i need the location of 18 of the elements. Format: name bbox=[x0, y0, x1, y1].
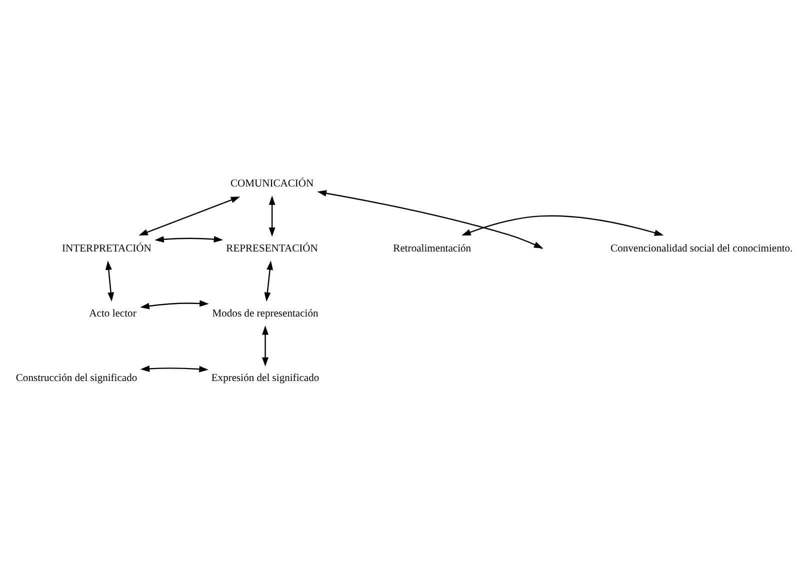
arrow bbox=[262, 325, 268, 366]
arrow bbox=[268, 195, 276, 236]
arrow bbox=[105, 260, 114, 302]
node-text: Construcción del significado bbox=[16, 372, 138, 384]
node-text: Acto lector bbox=[89, 308, 136, 319]
arrow bbox=[138, 196, 240, 236]
arrow bbox=[154, 236, 224, 242]
node-text: REPRESENTACIÓN bbox=[226, 242, 318, 254]
node-text: Expresión del significado bbox=[211, 372, 320, 384]
arrow bbox=[140, 365, 208, 372]
node-text: Convencionalidad social del conocimiento. bbox=[610, 242, 793, 254]
arrow bbox=[264, 260, 274, 302]
node-text: INTERPRETACIÓN bbox=[62, 242, 152, 254]
arrow bbox=[462, 214, 664, 236]
node-text: Modos de representación bbox=[212, 308, 318, 319]
node-text: Retroalimentación bbox=[393, 242, 472, 254]
node-text: COMUNICACIÓN bbox=[230, 178, 314, 189]
arrow bbox=[140, 300, 209, 309]
